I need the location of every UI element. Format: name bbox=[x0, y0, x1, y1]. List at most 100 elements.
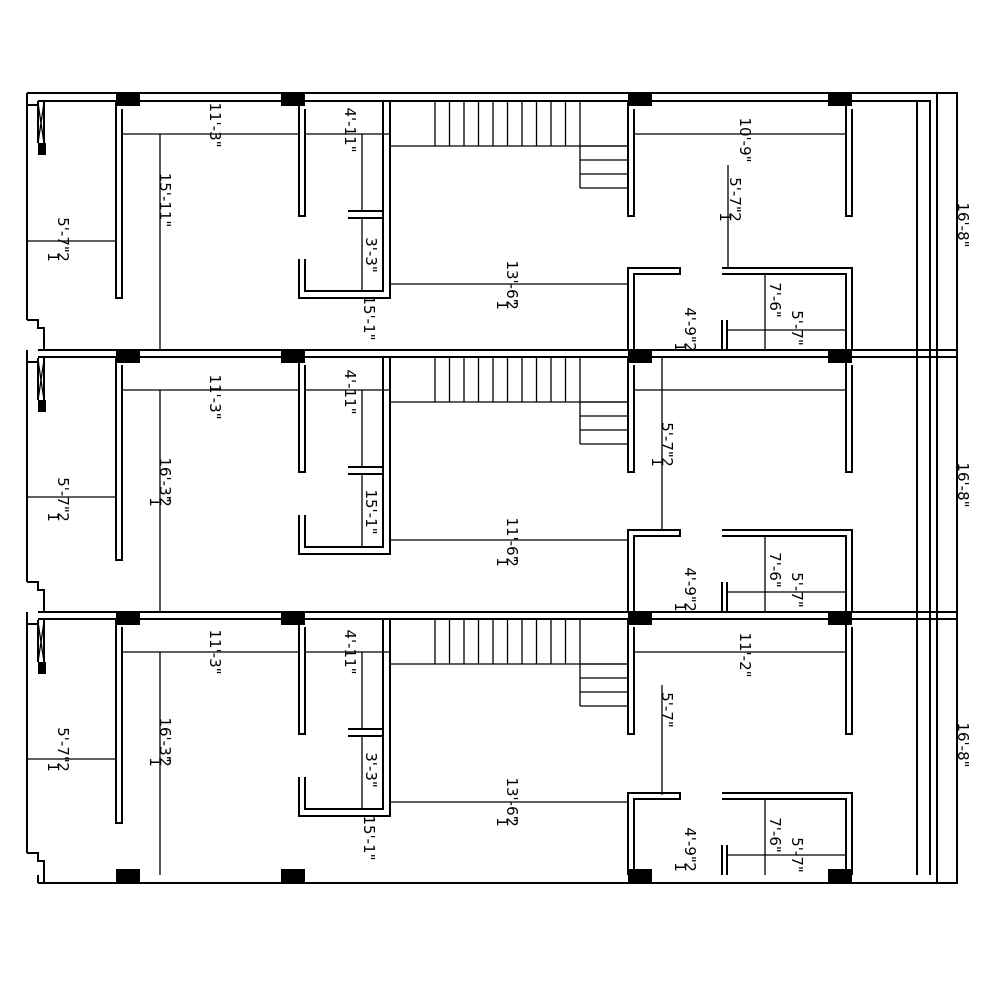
dimension-labels: 11'-3"15'-11"5'-7"124'-11"3'-3"15'-1"13'… bbox=[44, 102, 972, 872]
fraction-numerator: 1 bbox=[493, 300, 511, 310]
fraction-numerator: 1 bbox=[146, 757, 164, 767]
dimension-label: 4'-11" bbox=[341, 629, 359, 674]
dimension-label: 7'-6" bbox=[766, 552, 784, 588]
column bbox=[281, 93, 305, 106]
fraction-numerator: 1 bbox=[44, 762, 62, 772]
far-right-partition bbox=[845, 357, 853, 473]
right-partition bbox=[627, 101, 635, 217]
left-partition bbox=[115, 619, 123, 824]
dimension-label: 7'-6" bbox=[766, 282, 784, 318]
far-right-partition bbox=[845, 619, 853, 735]
dimension-label: 11'-3" bbox=[206, 629, 224, 674]
fraction-denominator: 2 bbox=[156, 757, 174, 767]
column bbox=[281, 869, 305, 882]
dimension-label: 11'-2" bbox=[736, 632, 754, 677]
dimension-label: 16'-8" bbox=[954, 722, 972, 767]
dimension-label: 13'-6" bbox=[503, 777, 521, 822]
right-partition bbox=[627, 357, 635, 473]
dimension-label: 5'-7" bbox=[54, 477, 72, 513]
column bbox=[628, 93, 652, 106]
dimension-label: 11'-3" bbox=[206, 102, 224, 147]
dimension-label: 4'-9" bbox=[681, 567, 699, 603]
fraction-denominator: 2 bbox=[156, 497, 174, 507]
left-partition bbox=[115, 101, 123, 299]
dimension-label: 15'-11" bbox=[156, 173, 174, 228]
bath-box-inner bbox=[304, 619, 384, 810]
outer-wall bbox=[27, 92, 958, 884]
fraction-denominator: 2 bbox=[503, 817, 521, 827]
column bbox=[281, 350, 305, 363]
dimension-label: 4'-11" bbox=[341, 107, 359, 152]
fraction-numerator: 1 bbox=[493, 817, 511, 827]
fraction-denominator: 2 bbox=[54, 252, 72, 262]
left-partition bbox=[115, 357, 123, 561]
toilet-box-left bbox=[627, 529, 681, 612]
left-jog-bottom bbox=[27, 319, 45, 350]
dimension-label: 5'-7" bbox=[658, 422, 676, 458]
right-partition bbox=[627, 619, 635, 735]
column bbox=[828, 93, 852, 106]
fraction-numerator: 1 bbox=[146, 497, 164, 507]
column bbox=[116, 869, 140, 882]
dimension-label: 3'-3" bbox=[362, 752, 380, 788]
window-post bbox=[38, 662, 46, 674]
column bbox=[828, 612, 852, 625]
toilet-box-left bbox=[627, 792, 681, 875]
dimension-label: 15'-1" bbox=[360, 295, 378, 340]
dimension-label: 7'-6" bbox=[766, 817, 784, 853]
dimension-label: 5'-7" bbox=[788, 837, 806, 873]
column bbox=[828, 350, 852, 363]
left-jog-bottom bbox=[27, 581, 45, 612]
column bbox=[628, 869, 652, 882]
column bbox=[116, 612, 140, 625]
window-post bbox=[38, 143, 46, 155]
inner-wall-line bbox=[38, 100, 931, 875]
dimension-label: 3'-3" bbox=[362, 237, 380, 273]
dimension-label: 5'-7" bbox=[658, 692, 676, 728]
bath-box bbox=[298, 619, 391, 817]
bath-box-inner bbox=[304, 101, 384, 292]
toilet-box-left bbox=[627, 267, 681, 350]
dimension-label: 5'-7" bbox=[788, 572, 806, 608]
fraction-numerator: 1 bbox=[44, 252, 62, 262]
left-jog-bottom bbox=[27, 852, 45, 883]
fraction-denominator: 2 bbox=[681, 342, 699, 352]
dimension-label: 4'-9" bbox=[681, 307, 699, 343]
fraction-denominator: 2 bbox=[54, 512, 72, 522]
left-jog bbox=[26, 612, 38, 625]
left-jog bbox=[26, 350, 38, 363]
fraction-denominator: 2 bbox=[658, 457, 676, 467]
dimension-label: 16'-8" bbox=[954, 202, 972, 247]
fraction-numerator: 1 bbox=[671, 602, 689, 612]
window-x bbox=[37, 621, 45, 663]
columns bbox=[38, 93, 852, 882]
column bbox=[628, 612, 652, 625]
dimension-label: 16'-8" bbox=[954, 462, 972, 507]
dimension-label: 5'-7" bbox=[54, 217, 72, 253]
mid-partition bbox=[298, 619, 306, 735]
mid-partition bbox=[298, 357, 306, 473]
fraction-numerator: 1 bbox=[716, 212, 734, 222]
fraction-numerator: 1 bbox=[44, 512, 62, 522]
fraction-numerator: 1 bbox=[671, 342, 689, 352]
dimension-label: 5'-7" bbox=[54, 727, 72, 763]
bath-box-inner bbox=[304, 357, 384, 548]
dimension-label: 16'-3" bbox=[156, 717, 174, 762]
window-x bbox=[37, 102, 45, 144]
dimension-label: 11'-6" bbox=[503, 517, 521, 562]
window-x bbox=[37, 359, 45, 401]
window-post bbox=[38, 400, 46, 412]
dimension-label: 11'-3" bbox=[206, 374, 224, 419]
column bbox=[828, 869, 852, 882]
bath-box bbox=[298, 101, 391, 299]
dimension-label: 13'-6" bbox=[503, 260, 521, 305]
fraction-denominator: 2 bbox=[503, 300, 521, 310]
fraction-numerator: 1 bbox=[671, 862, 689, 872]
dimension-lines bbox=[27, 133, 846, 875]
fraction-denominator: 2 bbox=[681, 862, 699, 872]
fraction-denominator: 2 bbox=[681, 602, 699, 612]
toilet-box-right bbox=[722, 792, 853, 875]
fraction-denominator: 2 bbox=[503, 557, 521, 567]
mid-partition bbox=[298, 101, 306, 217]
